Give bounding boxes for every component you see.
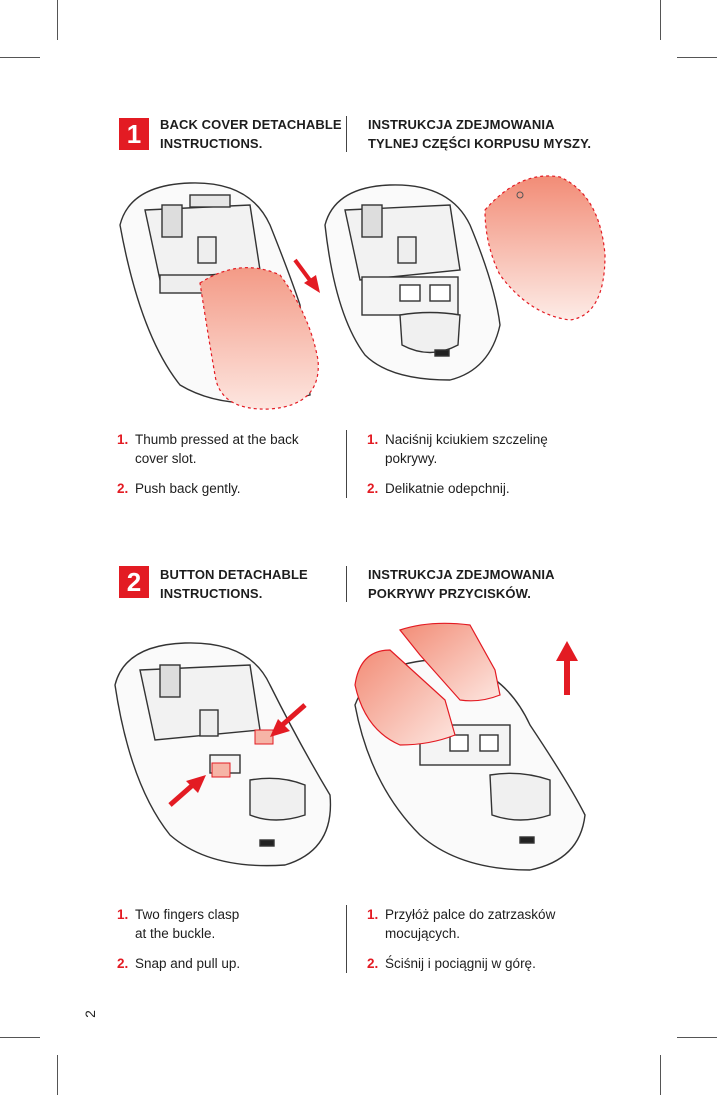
section-heading-en: BACK COVER DETACHABLE INSTRUCTIONS. [160, 115, 342, 153]
column-divider [346, 116, 347, 152]
crop-mark [660, 1055, 661, 1095]
list-item: 2. Snap and pull up. [117, 954, 337, 973]
step-text: Thumb pressed at the back [135, 432, 299, 447]
heading-line: INSTRUKCJA ZDEJMOWANIA [368, 567, 555, 582]
list-item: 2. Delikatnie odepchnij. [367, 479, 607, 498]
button-cover-removal-illustration [114, 622, 586, 871]
crop-mark [677, 57, 717, 58]
column-divider [346, 430, 347, 498]
crop-mark [660, 0, 661, 40]
step-number: 2. [117, 481, 129, 496]
buckle-highlight [211, 762, 231, 778]
step-number: 2. [367, 956, 379, 971]
list-item: 1. Naciśnij kciukiem szczelinę pokrywy. [367, 430, 607, 468]
clasp-arrow-icon [270, 703, 307, 737]
steps-list-pl: 1. Naciśnij kciukiem szczelinę pokrywy. … [367, 430, 607, 509]
section-heading-en: BUTTON DETACHABLE INSTRUCTIONS. [160, 565, 308, 603]
mouse-body [324, 184, 501, 381]
step-text: cover slot. [135, 451, 197, 466]
step-text: Snap and pull up. [135, 956, 241, 971]
list-item: 2. Push back gently. [117, 479, 337, 498]
back-cover-removal-illustration [119, 175, 606, 410]
step-number: 1. [367, 432, 379, 447]
page-number: 2 [81, 1010, 98, 1018]
mouse-body [114, 642, 332, 867]
heading-line: POKRYWY PRZYCISKÓW. [368, 586, 531, 601]
section-heading-pl: INSTRUKCJA ZDEJMOWANIA TYLNEJ CZĘŚCI KOR… [368, 115, 591, 153]
step-text: mocujących. [385, 926, 461, 941]
list-item: 1. Przyłóż palce do zatrzasków mocującyc… [367, 905, 607, 943]
section-number-badge: 2 [119, 566, 149, 598]
step-number: 1. [367, 907, 379, 922]
step-number: 2. [117, 956, 129, 971]
section-number-badge: 1 [119, 118, 149, 150]
step-text: Przyłóż palce do zatrzasków [385, 907, 556, 922]
steps-list-en: 1. Thumb pressed at the back cover slot.… [117, 430, 337, 509]
heading-line: INSTRUCTIONS. [160, 586, 263, 601]
column-divider [346, 566, 347, 602]
heading-line: BACK COVER DETACHABLE [160, 117, 342, 132]
pull-up-arrow-icon [556, 641, 578, 695]
step-text: Two fingers clasp [135, 907, 240, 922]
clasp-arrow-icon [168, 775, 206, 807]
crop-mark [57, 0, 58, 40]
crop-mark [0, 1037, 40, 1038]
step-text: Push back gently. [135, 481, 241, 496]
lifted-button-cover [354, 649, 456, 746]
back-cover-shape [199, 267, 319, 410]
lifted-button-cover [398, 622, 501, 702]
heading-line: BUTTON DETACHABLE [160, 567, 308, 582]
list-item: 1. Two fingers clasp at the buckle. [117, 905, 337, 943]
steps-list-pl: 1. Przyłóż palce do zatrzasków mocującyc… [367, 905, 607, 984]
step-text: Delikatnie odepchnij. [385, 481, 510, 496]
heading-line: INSTRUKCJA ZDEJMOWANIA [368, 117, 555, 132]
step-text: Naciśnij kciukiem szczelinę [385, 432, 548, 447]
step-number: 1. [117, 432, 129, 447]
column-divider [346, 905, 347, 973]
step-number: 2. [367, 481, 379, 496]
crop-mark [677, 1037, 717, 1038]
step-number: 1. [117, 907, 129, 922]
crop-mark [57, 1055, 58, 1095]
list-item: 1. Thumb pressed at the back cover slot. [117, 430, 337, 468]
step-text: pokrywy. [385, 451, 438, 466]
step-text: Ściśnij i pociągnij w górę. [385, 956, 536, 971]
steps-list-en: 1. Two fingers clasp at the buckle. 2. S… [117, 905, 337, 984]
push-arrow-icon [293, 258, 320, 293]
heading-line: TYLNEJ CZĘŚCI KORPUSU MYSZY. [368, 136, 592, 151]
buckle-highlight [254, 729, 274, 745]
crop-mark [0, 57, 40, 58]
detached-back-cover [484, 175, 606, 321]
step-text: at the buckle. [135, 926, 216, 941]
list-item: 2. Ściśnij i pociągnij w górę. [367, 954, 607, 973]
section-heading-pl: INSTRUKCJA ZDEJMOWANIA POKRYWY PRZYCISKÓ… [368, 565, 555, 603]
heading-line: INSTRUCTIONS. [160, 136, 263, 151]
